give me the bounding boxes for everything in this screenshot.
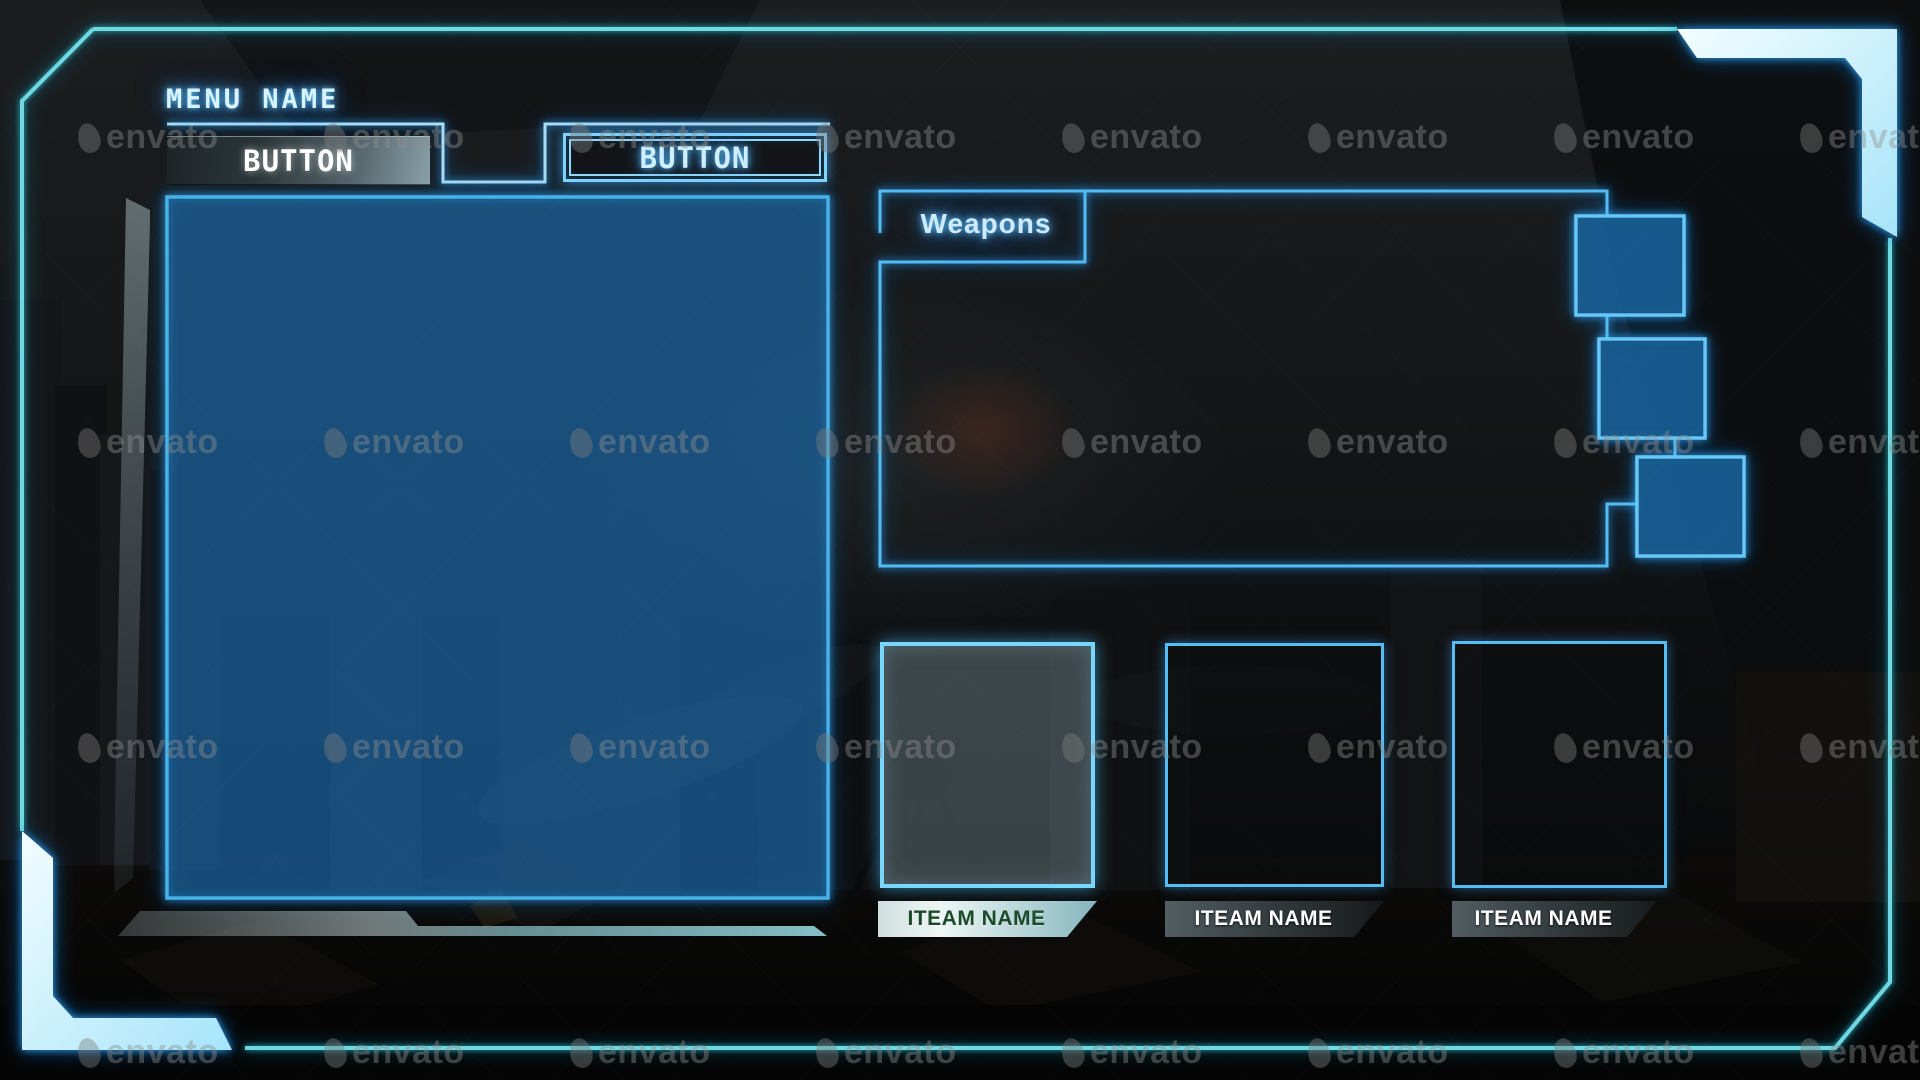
weapon-attachment-box-2[interactable]: [1597, 337, 1707, 440]
side-streak-decoration: [114, 198, 150, 892]
panel-footer-bar: [118, 911, 827, 936]
weapons-panel-outline: [878, 189, 1677, 568]
tripod-silhouette: [846, 749, 996, 910]
item-slot-1-label[interactable]: ITEAM NAME: [878, 901, 1097, 937]
item-slot-3[interactable]: [1452, 641, 1667, 888]
page-title: MENU NAME: [166, 84, 340, 115]
corner-accent-bottom-left: [22, 831, 232, 1050]
item-slot-1[interactable]: [880, 642, 1095, 888]
weapon-attachment-box-1[interactable]: [1574, 214, 1686, 317]
tab-button-1[interactable]: BUTTON: [167, 136, 430, 185]
outer-frame: [20, 27, 1897, 1050]
weapons-panel: [878, 189, 1746, 568]
weapons-panel-title: Weapons: [920, 208, 1052, 239]
item-slot-2[interactable]: [1165, 643, 1384, 887]
item-slot-2-label[interactable]: ITEAM NAME: [1165, 901, 1384, 937]
tab-button-1-label: BUTTON: [243, 143, 354, 178]
corner-accent-top-right: [1677, 29, 1897, 237]
main-content-panel: [165, 195, 830, 900]
weapon-attachment-box-3[interactable]: [1635, 455, 1746, 558]
item-slot-3-label[interactable]: ITEAM NAME: [1452, 901, 1657, 937]
frame-line: [20, 27, 1892, 1050]
tab-button-2[interactable]: BUTTON: [563, 133, 827, 182]
tab-button-2-label: BUTTON: [639, 140, 751, 175]
tab-bar-line: [167, 122, 830, 184]
